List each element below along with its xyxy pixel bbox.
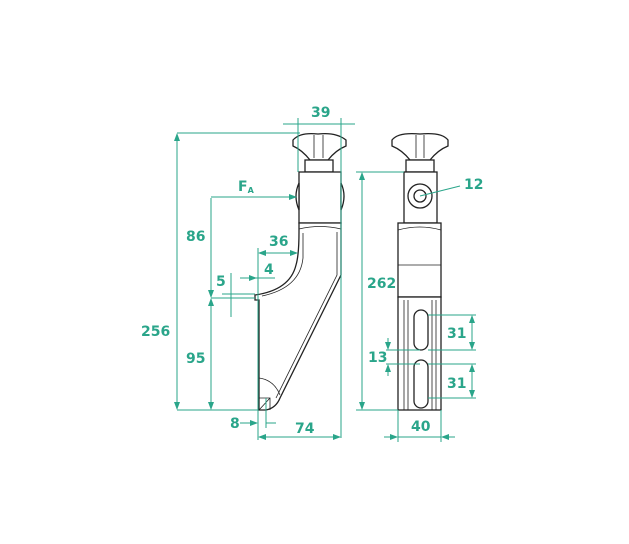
dim-slot-upper: 31 [447, 326, 466, 342]
dim-foot: 8 [230, 416, 240, 432]
dim-width: 40 [411, 419, 431, 435]
front-view-dimensions [356, 171, 476, 442]
dim-step: 5 [216, 274, 226, 290]
force-label: FA [238, 179, 255, 195]
dim-hole: 12 [464, 177, 483, 193]
side-view-dimensions [174, 118, 355, 440]
dim-knob-width: 39 [311, 105, 330, 121]
dim-height: 262 [367, 276, 396, 292]
dim-arm-offset: 36 [269, 234, 288, 250]
front-view-outline [391, 132, 449, 411]
front-view: 12 262 31 13 31 40 [356, 132, 483, 442]
dim-slot-lower: 31 [447, 376, 466, 392]
dim-depth: 74 [295, 421, 315, 437]
side-view: FA 256 86 95 39 36 4 5 8 74 [141, 105, 355, 440]
dim-upper: 86 [186, 229, 205, 245]
dim-lip: 4 [264, 262, 274, 278]
dim-overall-height: 256 [141, 324, 170, 340]
dim-lower: 95 [186, 351, 205, 367]
dim-slot-gap: 13 [368, 350, 387, 366]
